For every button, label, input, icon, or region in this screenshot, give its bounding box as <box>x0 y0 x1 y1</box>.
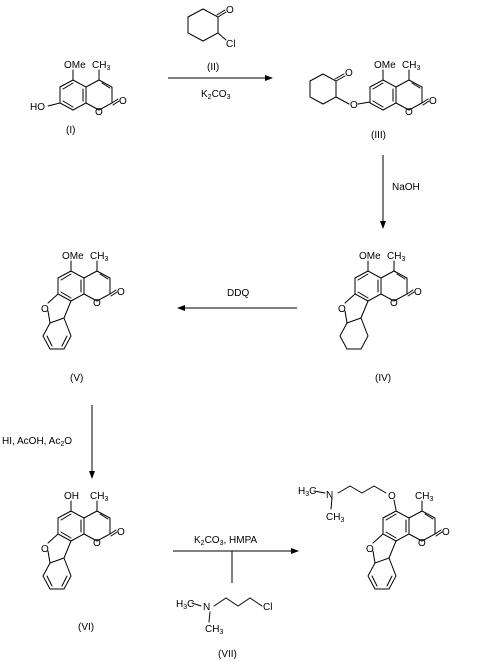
compound-IV-methyl: CH3 <box>387 251 405 263</box>
compound-IV-ome: OMe <box>359 251 381 262</box>
compound-I-hydroxy: HO <box>30 102 45 113</box>
compound-IV: OMe CH3 O O O (IV) <box>338 251 422 384</box>
compound-III-ome: OMe <box>374 60 396 71</box>
compound-VII: H3C N CH3 Cl (VII) <box>176 597 272 660</box>
compound-III-ring-o: O <box>405 107 413 118</box>
compound-I-ome: OMe <box>64 60 86 71</box>
compound-III-label: (III) <box>371 130 386 141</box>
product-furan-o: O <box>366 544 374 555</box>
reagent-naoh: NaOH <box>392 182 420 193</box>
product-ch3: CH3 <box>326 512 344 524</box>
compound-VII-h3c: H3C <box>176 599 194 611</box>
compound-V-label: (V) <box>70 373 83 384</box>
compound-VI-oh: OH <box>64 491 79 502</box>
compound-III-methyl: CH3 <box>402 60 420 72</box>
compound-I-label: (I) <box>66 125 75 136</box>
compound-VI-carbonyl-o: O <box>117 527 125 538</box>
compound-I: OMe CH3 HO O O (I) <box>30 60 127 136</box>
reagent-ddq: DDQ <box>227 288 249 299</box>
product-ether-o: O <box>388 491 396 502</box>
reagent-hi-acoh-ac2o: HI, AcOH, Ac2O <box>2 436 72 448</box>
compound-V-carbonyl-o: O <box>117 287 125 298</box>
compound-V: OMe CH3 O O O (V) <box>41 251 125 384</box>
compound-VII-label: (VII) <box>218 649 237 660</box>
compound-VI-methyl: CH3 <box>90 491 108 503</box>
compound-VI-ring-o: O <box>93 538 101 549</box>
reagent-k2co3-step1: K2CO3 <box>201 89 231 101</box>
product-h3c: H3C <box>298 486 316 498</box>
compound-V-methyl: CH3 <box>90 251 108 263</box>
arrow-step1: K2CO3 <box>168 75 273 101</box>
compound-I-ring-o: O <box>95 107 103 118</box>
compound-VI-furan-o: O <box>41 544 49 555</box>
compound-II-chloro: Cl <box>226 39 235 50</box>
compound-V-furan-o: O <box>41 304 49 315</box>
compound-VII-n: N <box>203 602 210 613</box>
product-ring-o: O <box>418 538 426 549</box>
compound-V-ring-o: O <box>93 298 101 309</box>
compound-III-carbonyl-o: O <box>429 96 437 107</box>
compound-II: O Cl (II) <box>187 5 235 73</box>
compound-IV-ring-o: O <box>390 298 398 309</box>
product-n: N <box>326 490 333 501</box>
compound-II-label: (II) <box>207 62 219 73</box>
compound-I-methyl: CH3 <box>92 60 110 72</box>
compound-VI: OH CH3 O O O (VI) <box>41 491 125 633</box>
compound-I-carbonyl-o: O <box>119 96 127 107</box>
product-methyl: CH3 <box>415 491 433 503</box>
compound-IV-furan-o: O <box>338 304 346 315</box>
compound-II-carbonyl-o: O <box>226 5 234 16</box>
compound-VI-label: (VI) <box>78 622 94 633</box>
compound-III-ether-o: O <box>350 100 358 111</box>
compound-V-ome: OMe <box>62 251 84 262</box>
arrow-step2: NaOH <box>380 155 420 229</box>
compound-product: H3C N CH3 O CH3 O O O <box>298 485 450 590</box>
compound-IV-carbonyl-o: O <box>414 287 422 298</box>
compound-IV-label: (IV) <box>375 373 391 384</box>
arrow-step5: K2CO3, HMPA <box>173 535 299 583</box>
reagent-k2co3-hmpa: K2CO3, HMPA <box>194 535 258 547</box>
compound-VII-chloro: Cl <box>263 602 272 613</box>
product-carbonyl-o: O <box>442 527 450 538</box>
compound-VII-ch3: CH3 <box>205 624 223 636</box>
compound-III-ketone-o: O <box>345 68 353 79</box>
arrow-step4: HI, AcOH, Ac2O <box>2 405 95 479</box>
compound-III: OMe CH3 O O O O (III) <box>309 60 437 141</box>
arrow-step3: DDQ <box>177 288 297 311</box>
